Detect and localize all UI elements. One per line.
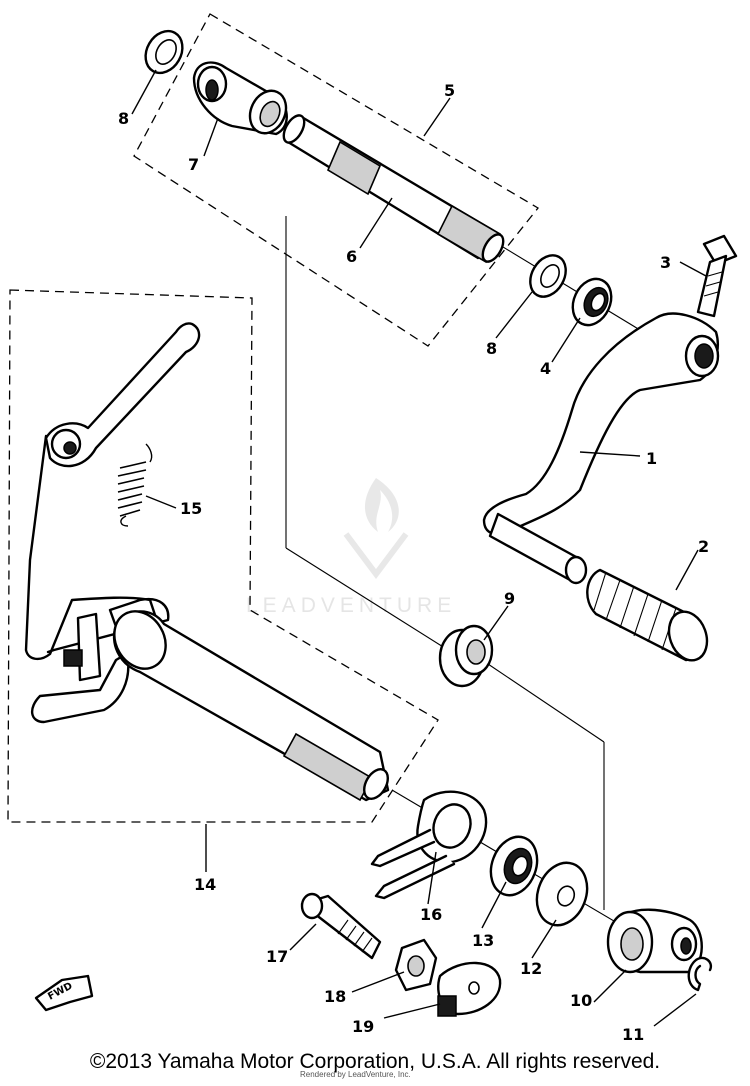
leader-15 [145,495,177,509]
rendered-by-credit: Rendered by LeadVenture, Inc. [300,1070,411,1079]
circlip-part-11 [687,956,713,992]
pedal-rubber-part-2 [586,568,709,662]
leader-2 [675,549,699,591]
callout-1: 1 [646,449,657,468]
forward-direction-badge: FWD [34,974,94,1012]
leader-8-right [495,291,533,339]
leader-9 [483,605,509,641]
callout-4: 4 [540,359,551,378]
leader-6 [359,197,393,249]
callout-6: 6 [346,247,357,266]
torsion-spring-part-16 [370,790,488,900]
assembly-box-5 [133,13,539,347]
nut-part-18 [394,938,438,992]
leader-17 [289,923,317,951]
callout-8-right: 8 [486,339,497,358]
leader-18 [351,971,405,993]
callout-2: 2 [698,537,709,556]
spring-part-15 [117,443,153,527]
bolt-part-17 [300,892,382,960]
shift-shaft-assembly-part-14 [24,322,390,802]
bush-part-9 [438,624,494,688]
callout-11: 11 [622,1025,644,1044]
leader-7 [203,117,219,157]
callout-13: 13 [472,931,494,950]
shift-pedal-part-1 [482,312,720,585]
callout-5: 5 [444,81,455,100]
callout-12: 12 [520,959,542,978]
leader-13 [481,881,507,929]
watermark-text: LEADVENTURE [246,594,456,617]
callout-9: 9 [504,589,515,608]
callout-14: 14 [194,875,216,894]
leader-16 [427,851,437,905]
center-line-right [487,663,605,743]
washer-part-8-right [529,254,567,298]
oil-seal-part-4 [571,277,613,327]
callout-16: 16 [420,905,442,924]
leader-3 [679,261,707,277]
shaft-part-6 [282,114,505,264]
washer-part-12 [535,861,589,927]
callout-7: 7 [188,155,199,174]
lever-bush-part-10 [606,908,703,974]
leadventure-watermark: LEADVENTURE [246,478,456,617]
copyright-notice: ©2013 Yamaha Motor Corporation, U.S.A. A… [89,1050,661,1073]
assembly-box-14 [7,289,439,823]
leader-11 [653,993,697,1027]
leader-10 [593,969,627,1003]
leader-12 [531,919,557,959]
bolt-part-3 [696,234,738,318]
stopper-part-19 [437,961,502,1017]
collar-part-7 [192,61,288,136]
leader-4 [551,317,581,363]
leader-1 [579,451,641,457]
callout-3: 3 [660,253,671,272]
leader-5 [423,97,451,137]
callout-8-top: 8 [118,109,129,128]
callout-10: 10 [570,991,592,1010]
leader-8-top [131,69,157,115]
callout-17: 17 [266,947,288,966]
washer-part-8-top [144,29,184,75]
leader-19 [383,1003,441,1019]
callout-18: 18 [324,987,346,1006]
callout-19: 19 [352,1017,374,1036]
oil-seal-part-13 [489,835,539,897]
callout-15: 15 [180,499,202,518]
